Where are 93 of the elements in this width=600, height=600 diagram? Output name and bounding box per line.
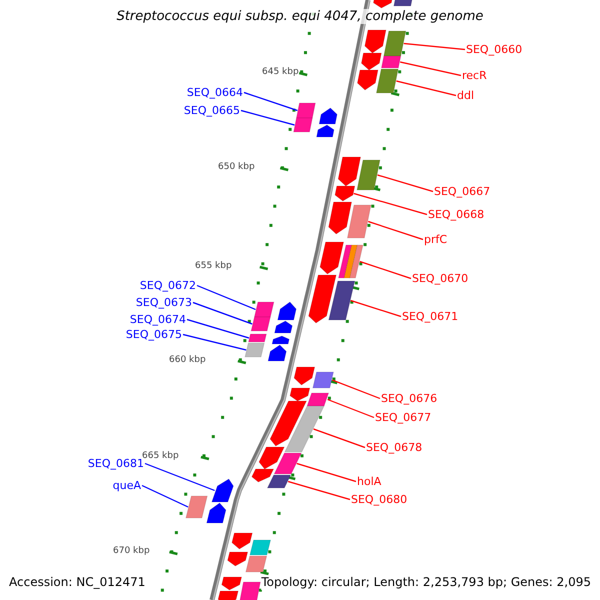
gene-label: SEQ_0667: [434, 185, 490, 198]
gene-pentagon: [364, 30, 386, 54]
leader-line: [368, 220, 424, 240]
leader-line: [144, 462, 215, 492]
gene-label: holA: [357, 475, 382, 488]
leader-line: [186, 318, 250, 339]
gene-pentagon: [318, 108, 338, 124]
gene-pentagon: [294, 366, 316, 386]
scale-label: 660 kbp: [169, 355, 206, 366]
gene-block: [248, 334, 267, 342]
gene-label: SEQ_0681: [88, 457, 144, 470]
leader-line: [360, 260, 412, 280]
gene-pentagon: [274, 320, 293, 334]
gene-pentagon: [316, 124, 334, 138]
gene-label: SEQ_0673: [136, 296, 192, 309]
gene-label: SEQ_0675: [126, 328, 182, 341]
gene-pentagon: [221, 576, 242, 590]
leader-line: [196, 284, 256, 310]
leader-line: [350, 300, 402, 318]
gene-block: [347, 204, 372, 238]
gene-label: SEQ_0665: [184, 104, 240, 117]
gene-pentagon: [232, 532, 253, 550]
leader-line: [332, 379, 380, 400]
scale-label: 670 kbp: [113, 546, 150, 557]
accession-text: Accession: NC_012471: [9, 575, 146, 590]
gene-label: SEQ_0660: [466, 43, 522, 56]
leader-line: [182, 334, 246, 351]
gene-block: [383, 30, 406, 56]
gene-block: [376, 68, 399, 94]
gene-label: SEQ_0680: [351, 493, 408, 506]
leader-line: [396, 80, 456, 96]
genome-info-text: Topology: circular; Length: 2,253,793 bp; Genes: 2,095: [261, 575, 591, 590]
gene-block: [356, 160, 380, 190]
leader-line: [240, 110, 295, 126]
scale-label: 665 kbp: [142, 451, 179, 461]
gene-block: [244, 342, 265, 358]
scale-label: 645 kbp: [262, 67, 299, 78]
gene-block: [312, 372, 334, 388]
gene-block: [245, 556, 268, 572]
gene-pentagon: [270, 400, 307, 446]
gene-block: [266, 474, 292, 488]
gene-block: [296, 102, 316, 118]
gene-label: SEQ_0664: [186, 86, 243, 99]
gene-pentagon: [268, 344, 287, 362]
leader-line: [296, 462, 356, 482]
gene-block: [250, 540, 271, 556]
gene-label: SEQ_0676: [381, 392, 438, 405]
gene-pentagon: [277, 302, 297, 320]
gene-block: [250, 316, 271, 332]
gene-label: SEQ_0674: [130, 313, 186, 326]
gene-pentagon: [211, 478, 234, 502]
gene-label: recR: [462, 69, 487, 82]
gene-block: [293, 118, 313, 132]
gene-pentagon: [308, 274, 337, 324]
gene-block: [284, 406, 325, 452]
leader-line: [313, 428, 366, 448]
gene-pentagon: [258, 446, 285, 470]
gene-block: [238, 582, 261, 600]
gene-block: [254, 302, 274, 318]
gene-label: SEQ_0677: [375, 411, 432, 424]
gene-label: SEQ_0671: [402, 310, 458, 323]
leader-line: [244, 92, 298, 112]
gene-block: [186, 496, 208, 518]
leader-line: [377, 174, 434, 192]
gene-label: SEQ_0672: [140, 279, 196, 292]
gene-label: ddl: [457, 89, 474, 102]
gene-label: SEQ_0678: [366, 441, 422, 454]
gene-label: queA: [112, 479, 141, 492]
scale-label: 650 kbp: [218, 162, 255, 173]
gene-pentagon: [206, 502, 226, 524]
gene-pentagon: [227, 552, 248, 566]
leader-line: [354, 192, 428, 216]
gene-block: [393, 0, 414, 6]
scale-label: 655 kbp: [195, 261, 232, 272]
gene-pentagon: [320, 242, 344, 274]
gene-label: prfC: [424, 233, 448, 246]
title: Streptococcus equi subsp. equi 4047, complete genome: [114, 9, 486, 24]
leader-line: [288, 480, 350, 500]
gene-block: [338, 244, 364, 278]
leader-line: [400, 61, 462, 76]
gene-block: [328, 280, 356, 320]
gene-label: SEQ_0670: [412, 272, 468, 285]
leader-line: [327, 398, 374, 418]
leader-line: [404, 42, 466, 50]
gene-label: SEQ_0668: [428, 208, 484, 221]
gene-block: [274, 452, 302, 474]
gene-pentagon: [218, 590, 239, 600]
gene-pentagon: [272, 336, 290, 344]
gene-pentagon: [357, 70, 378, 90]
gene-pentagon: [361, 52, 382, 70]
leader-line: [192, 302, 252, 325]
leader-line: [142, 484, 188, 508]
gene-pentagon: [251, 468, 274, 482]
